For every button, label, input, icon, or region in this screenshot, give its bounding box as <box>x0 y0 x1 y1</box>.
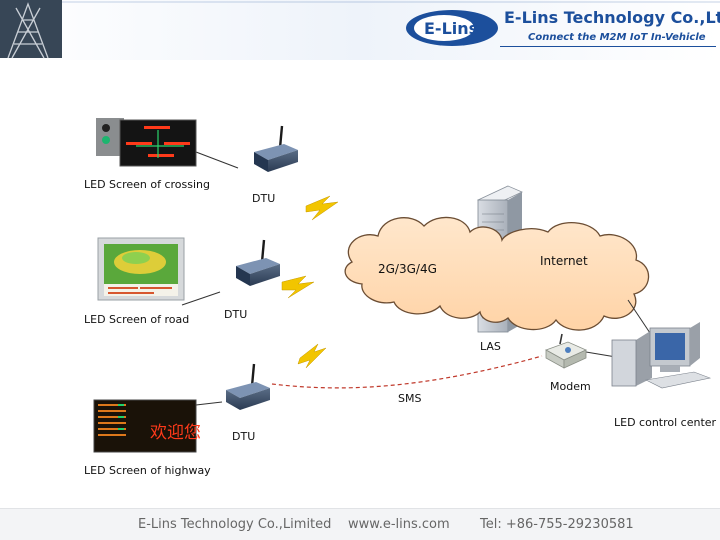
footer-band <box>0 508 720 540</box>
footer-website[interactable]: www.e-lins.com <box>348 517 450 532</box>
control-center-label: LED control center <box>614 416 717 429</box>
dtu-device-2 <box>236 239 280 286</box>
footer-tel: Tel: +86-755-29230581 <box>480 517 634 532</box>
sms-label: SMS <box>398 392 422 405</box>
tower-photo <box>0 0 62 59</box>
network-cloud <box>344 216 650 331</box>
header-banner <box>0 0 720 60</box>
led-screen-highway: 欢迎您 <box>93 399 201 453</box>
led-screen-road <box>97 237 185 301</box>
tagline: Connect the M2M IoT In-Vehicle <box>528 32 706 43</box>
dtu-label-2: DTU <box>224 308 248 321</box>
link-highway-dtu <box>195 401 223 406</box>
modem-label: Modem <box>550 380 591 393</box>
dtu-device-3 <box>226 363 270 410</box>
las-label: LAS <box>480 340 501 353</box>
cloud-left-label: 2G/3G/4G <box>378 262 437 276</box>
highway-screen-text: 欢迎您 <box>150 423 201 443</box>
dtu-device-1 <box>254 125 298 172</box>
company-name: E-Lins Technology Co.,Ltd. <box>504 8 720 27</box>
dtu-label-1: DTU <box>252 192 276 205</box>
elins-logo: E-Lins <box>406 10 498 46</box>
lightning-icon-3 <box>297 343 327 369</box>
cloud-right-label: Internet <box>540 254 588 268</box>
modem-device <box>545 333 587 369</box>
led-crossing-label: LED Screen of crossing <box>84 178 210 191</box>
lightning-icon-1 <box>305 195 339 221</box>
link-crossing-dtu <box>195 151 239 169</box>
led-road-label: LED Screen of road <box>84 313 190 326</box>
dtu-label-3: DTU <box>232 430 256 443</box>
led-highway-label: LED Screen of highway <box>84 464 211 477</box>
logo-text: E-Lins <box>424 19 478 38</box>
control-center-computer <box>611 322 712 389</box>
header-underline <box>500 46 716 47</box>
link-road-dtu <box>181 291 221 306</box>
link-internet-center <box>627 299 653 337</box>
led-screen-crossing <box>96 118 197 167</box>
sms-link <box>271 355 543 389</box>
lightning-icon-2 <box>281 275 315 299</box>
footer-company: E-Lins Technology Co.,Limited <box>138 517 332 532</box>
